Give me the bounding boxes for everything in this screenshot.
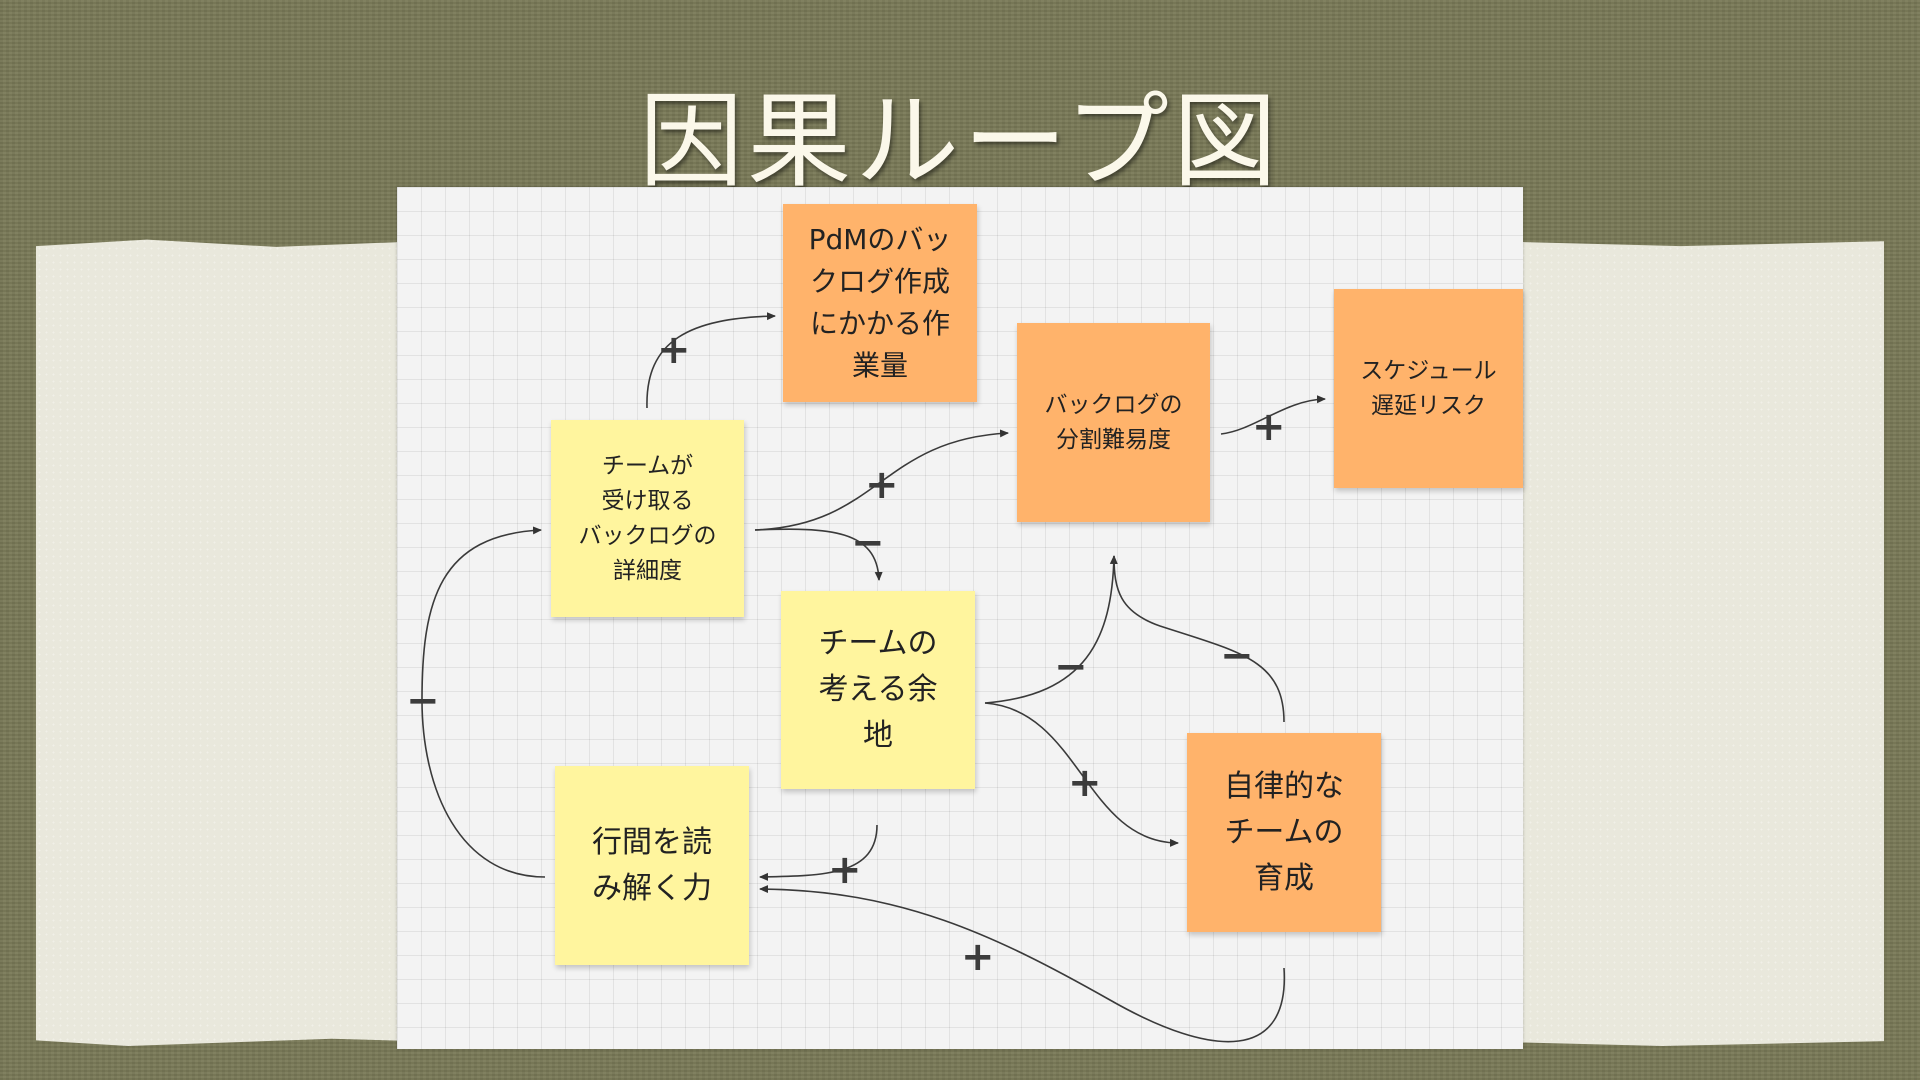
- link-detail-to-pdm-workload: [646, 312, 776, 409]
- polarity-minus-sign: −: [851, 520, 885, 566]
- note-read-between-lines[interactable]: 行間を読 み解く力: [555, 766, 749, 965]
- polarity-minus-sign: −: [1054, 644, 1088, 690]
- link-room-to-read-between-lines: [759, 824, 878, 881]
- link-room-to-split-difficulty: [984, 555, 1118, 704]
- polarity-plus-sign: +: [828, 847, 862, 893]
- note-pdm-backlog-workload[interactable]: PdMのバッ クログ作成 にかかる作 業量: [783, 204, 977, 402]
- link-detail-to-split-difficulty: [754, 429, 1009, 531]
- polarity-minus-sign: −: [406, 678, 440, 724]
- polarity-plus-sign: +: [1068, 760, 1102, 806]
- polarity-plus-sign: +: [1252, 404, 1286, 450]
- note-team-room-to-think[interactable]: チームの 考える余 地: [781, 591, 975, 789]
- link-room-to-autonomous: [984, 702, 1179, 847]
- link-detail-to-room-to-think: [754, 528, 883, 581]
- link-read-between-lines-to-detail: [421, 526, 546, 878]
- link-autonomous-to-split-difficulty: [1113, 555, 1285, 723]
- note-backlog-detail-level[interactable]: チームが 受け取る バックログの 詳細度: [551, 420, 744, 617]
- note-schedule-delay-risk[interactable]: スケジュール 遅延リスク: [1334, 289, 1523, 488]
- polarity-plus-sign: +: [865, 462, 899, 508]
- link-split-to-schedule-risk: [1220, 395, 1326, 435]
- note-autonomous-team-growth[interactable]: 自律的な チームの 育成: [1187, 733, 1381, 932]
- polarity-plus-sign: +: [961, 934, 995, 980]
- polarity-minus-sign: −: [1220, 633, 1254, 679]
- note-backlog-split-difficulty[interactable]: バックログの 分割難易度: [1017, 323, 1210, 522]
- polarity-plus-sign: +: [657, 327, 691, 373]
- slide-title: 因果ループ図: [639, 80, 1281, 202]
- link-autonomous-to-read-between-lines: [759, 885, 1286, 1043]
